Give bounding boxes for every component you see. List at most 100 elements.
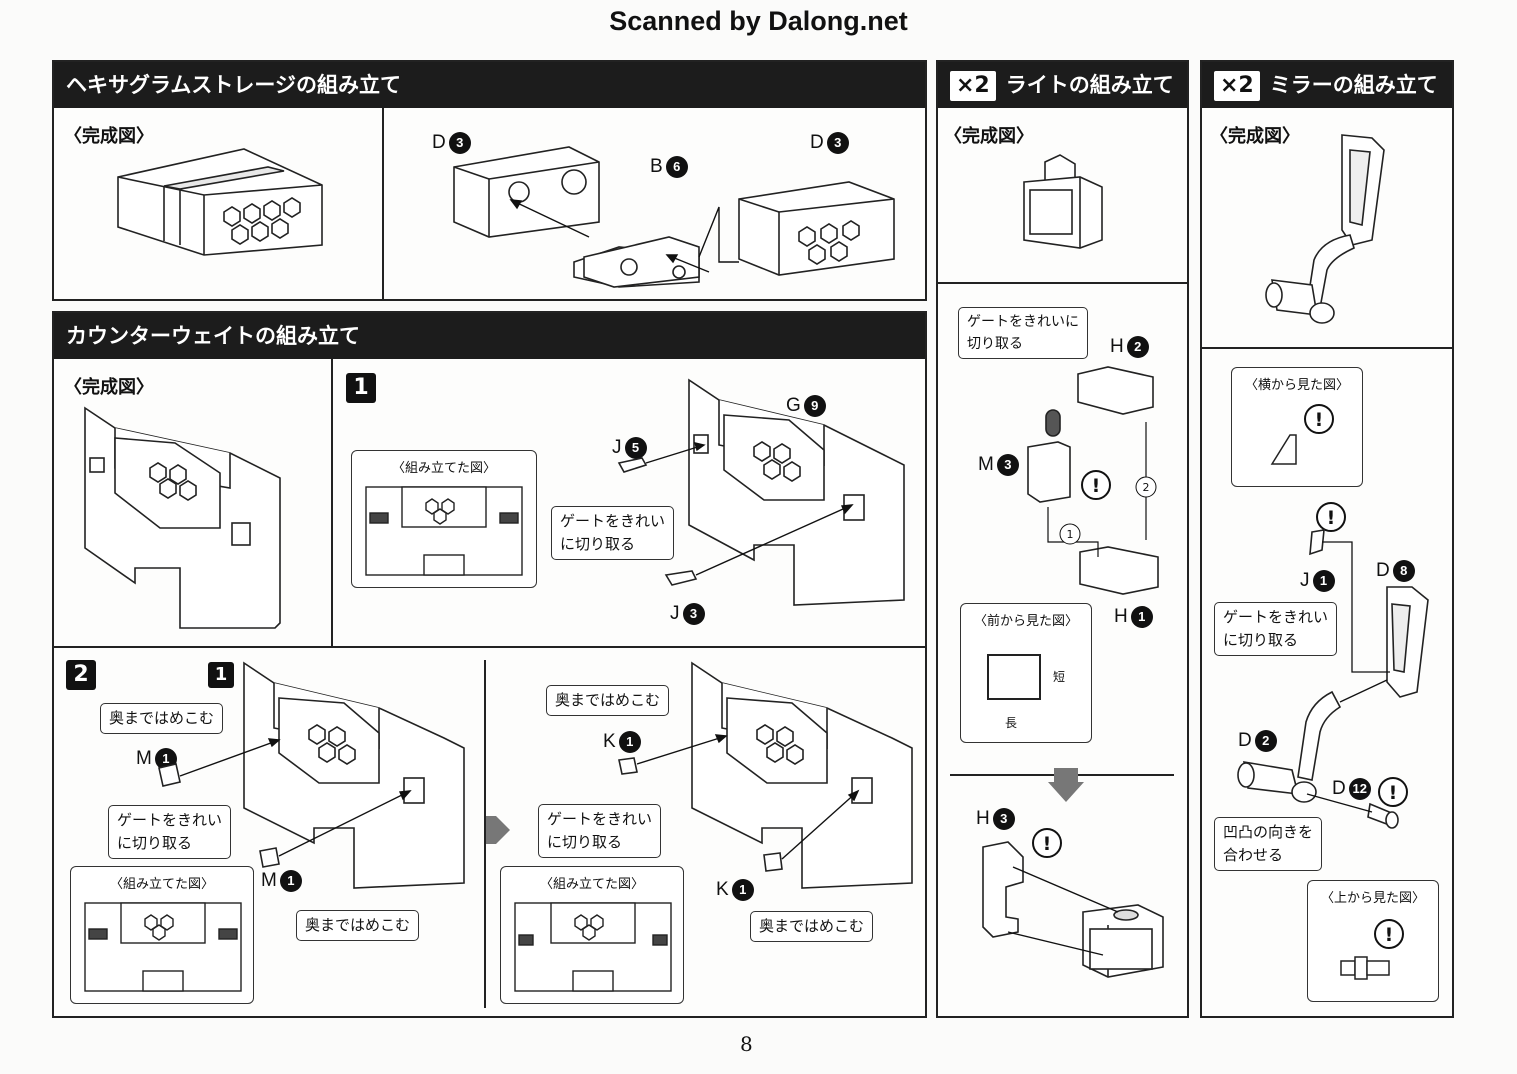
callout-line: 切り取る — [967, 336, 1023, 352]
mirror-side-warning-icon: ! — [1304, 404, 1334, 434]
step2-left-assembled-inset: 〈組み立てた図〉 — [70, 866, 254, 1004]
front-view-short-label: 短 — [1053, 670, 1066, 684]
mirror-h-divider — [1202, 347, 1452, 349]
order-2: 2 — [1143, 481, 1150, 494]
step2-next-arrow-icon — [486, 816, 510, 844]
hexagram-complete-label: 〈完成図〉 — [64, 126, 154, 147]
part-letter: H — [1110, 336, 1124, 358]
mirror-complete-illustration — [1265, 134, 1385, 324]
part-number: 1 — [1130, 606, 1153, 628]
hexagram-title: ヘキサグラムストレージの組み立て — [54, 62, 925, 108]
step2-right-push-bottom-callout: 奥まではめこむ — [750, 911, 874, 942]
light-final-illustration — [982, 841, 1164, 978]
part-number: 6 — [665, 156, 688, 178]
counterweight-h-divider — [54, 646, 925, 648]
front-view-square — [987, 654, 1041, 700]
step2-right-assembled-illustration — [514, 902, 672, 992]
inset-title: 〈横から見た図〉 — [1244, 378, 1349, 393]
light-assembly-illustration: 2 1 — [1027, 366, 1159, 595]
part-letter: J — [1300, 570, 1310, 592]
callout-line: ゲートをきれい — [547, 810, 653, 828]
part-letter: D — [1332, 778, 1346, 800]
callout-line: 凹凸の向きを — [1223, 823, 1314, 841]
part-number: 3 — [996, 454, 1019, 476]
mirror-warning-icon: ! — [1316, 502, 1346, 532]
part-letter: D — [1238, 730, 1252, 752]
callout-line: ゲートをきれいに — [967, 314, 1079, 330]
ref-step-1-badge: 1 — [208, 662, 234, 688]
light-gate-callout: ゲートをきれいに 切り取る — [958, 307, 1088, 359]
step2-center-divider — [484, 660, 486, 1008]
mirror-title: ミラーの組み立て — [1269, 73, 1438, 97]
inset-title: 〈組み立てた図〉 — [539, 877, 644, 892]
step1-gate-callout: ゲートをきれい に切り取る — [551, 506, 675, 560]
part-letter: K — [603, 731, 616, 753]
step-2-badge: 2 — [66, 660, 96, 690]
callout-line: に切り取る — [560, 535, 636, 553]
inset-title: 〈組み立てた図〉 — [391, 461, 496, 476]
part-letter: M — [136, 748, 152, 770]
mirror-d12-warning-icon: ! — [1378, 777, 1408, 807]
light-title: ライトの組み立て — [1005, 73, 1174, 97]
hexagram-assembly-illustration — [453, 146, 895, 288]
step2-right-gate-callout: ゲートをきれい に切り取る — [538, 804, 662, 858]
part-letter: K — [716, 879, 729, 901]
mirror-complete-label: 〈完成図〉 — [1210, 126, 1300, 147]
hexagram-complete-illustration — [117, 148, 323, 256]
part-letter: H — [1114, 606, 1128, 628]
step-1-badge: 1 — [346, 373, 376, 403]
part-number: 8 — [1392, 560, 1415, 582]
part-letter: M — [261, 870, 277, 892]
inset-title: 〈組み立てた図〉 — [109, 877, 214, 892]
part-letter: J — [670, 603, 680, 625]
mirror-header: ×2 ミラーの組み立て — [1202, 62, 1452, 108]
part-number: 2 — [1126, 336, 1149, 358]
mirror-top-view-inset: 〈上から見た図〉 ! — [1307, 880, 1439, 1002]
part-number: 2 — [1254, 730, 1277, 752]
part-letter: J — [612, 437, 622, 459]
callout-line: に切り取る — [547, 833, 623, 851]
part-letter: D — [432, 132, 446, 154]
callout-line: ゲートをきれい — [1223, 608, 1329, 626]
light-warning-icon-2: ! — [1032, 828, 1062, 858]
mirror-gate-callout: ゲートをきれい に切り取る — [1214, 602, 1338, 656]
light-warning-icon: ! — [1081, 470, 1111, 500]
part-number: 1 — [731, 879, 754, 901]
callout-line: ゲートをきれい — [560, 512, 666, 530]
callout-line: ゲートをきれい — [117, 811, 223, 829]
part-number: 12 — [1348, 778, 1371, 800]
step2-left-illustration — [158, 661, 465, 889]
callout-line: 合わせる — [1223, 846, 1284, 864]
counterweight-title: カウンターウェイトの組み立て — [54, 313, 925, 359]
order-1: 1 — [1067, 528, 1074, 541]
part-letter: G — [786, 395, 801, 417]
light-front-view-inset: 〈前から見た図〉 短 長 — [960, 603, 1092, 743]
mirror-multiplier: ×2 — [1214, 71, 1260, 101]
step1-assembled-inset: 〈組み立てた図〉 — [351, 450, 537, 588]
part-number: 1 — [1312, 570, 1335, 592]
part-letter: D — [810, 132, 824, 154]
mirror-align-callout: 凹凸の向きを 合わせる — [1214, 817, 1323, 871]
step2-left-push-top-callout: 奥まではめこむ — [100, 703, 224, 734]
callout-line: に切り取る — [117, 834, 193, 852]
part-number: 1 — [279, 870, 302, 892]
mirror-assembly-illustration — [1237, 529, 1429, 829]
step2-left-gate-callout: ゲートをきれい に切り取る — [108, 805, 232, 859]
light-h-divider — [938, 282, 1187, 284]
